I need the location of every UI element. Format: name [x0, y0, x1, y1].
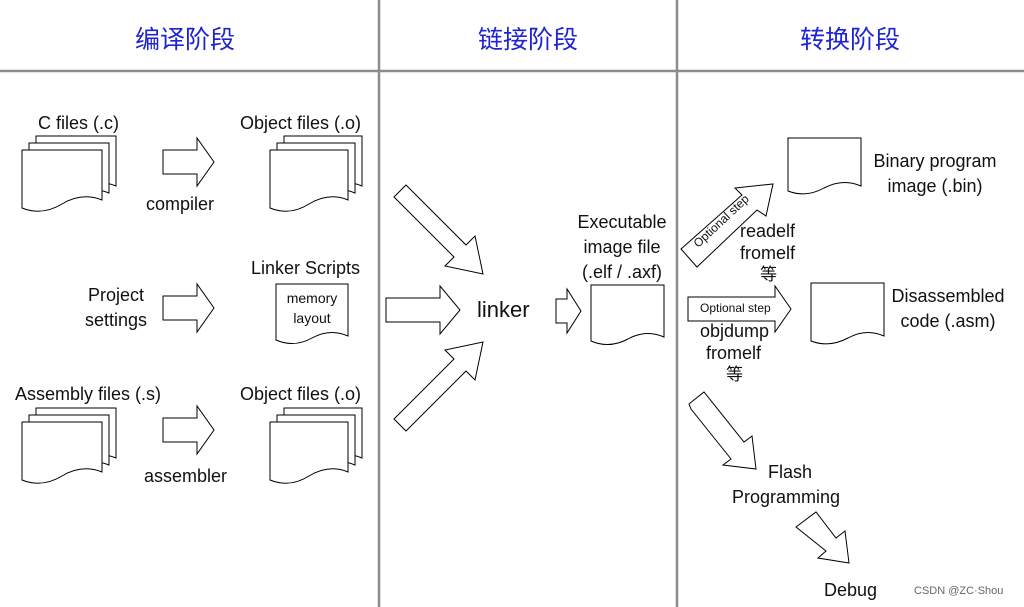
linker-script-document: [275, 283, 349, 344]
debug-arrow: [795, 511, 850, 564]
linker-arrow-from-objects: [393, 184, 484, 275]
compiler-arrow: [162, 136, 215, 188]
label-executable: Executable: [577, 212, 667, 232]
header-compile-stage: 编译阶段: [134, 25, 235, 54]
label-debug: Debug: [824, 580, 878, 600]
label-linker: linker: [477, 297, 530, 322]
executable-document: [590, 284, 665, 345]
optional-step-arrow-readelf: [680, 183, 774, 268]
label-assembler: assembler: [144, 466, 228, 486]
label-project: Project: [87, 285, 145, 305]
object-files-document-stack-2: [269, 407, 363, 484]
binary-image-document: [787, 137, 862, 195]
c-files-document-stack: [21, 135, 117, 212]
label-etc-1: 等: [760, 265, 777, 285]
label-disassembled: Disassembled: [891, 286, 1005, 306]
linker-to-executable-arrow: [555, 287, 582, 335]
assembler-arrow: [162, 404, 215, 456]
label-layout: layout: [293, 310, 331, 326]
flash-programming-arrow: [688, 391, 757, 470]
label-linker-scripts: Linker Scripts: [251, 258, 361, 278]
label-programming: Programming: [732, 487, 841, 507]
linker-arrow-from-assembly: [393, 341, 484, 432]
label-memory: memory: [286, 290, 338, 306]
label-objdump: objdump: [700, 321, 770, 341]
label-image-bin: image (.bin): [887, 176, 983, 196]
label-settings: settings: [84, 310, 148, 330]
label-optional-step-objdump: Optional step: [700, 301, 771, 315]
header-link-stage: 链接阶段: [477, 25, 578, 54]
linker-arrow-from-settings: [385, 284, 461, 336]
label-etc-2: 等: [726, 365, 743, 385]
disassembled-code-document: [810, 282, 885, 345]
label-fromelf-2: fromelf: [706, 343, 762, 363]
label-readelf: readelf: [740, 221, 796, 241]
label-image-file: image file: [583, 237, 661, 257]
assembly-files-document-stack: [21, 407, 117, 484]
label-code-asm: code (.asm): [900, 311, 996, 331]
object-files-document-stack-1: [269, 135, 363, 212]
label-compiler: compiler: [146, 194, 215, 214]
label-binary-program: Binary program: [873, 151, 997, 171]
label-fromelf-1: fromelf: [740, 243, 796, 263]
label-elf-axf: (.elf / .axf): [581, 262, 662, 282]
label-assembly-files: Assembly files (.s): [15, 384, 162, 404]
label-object-files-1: Object files (.o): [240, 113, 362, 133]
label-c-files: C files (.c): [38, 113, 119, 133]
header-convert-stage: 转换阶段: [799, 25, 900, 54]
label-flash: Flash: [768, 462, 813, 482]
label-object-files-2: Object files (.o): [240, 384, 362, 404]
watermark: CSDN @ZC·Shou: [914, 585, 1004, 597]
optional-step-arrow-objdump: [687, 284, 792, 334]
settings-arrow: [162, 282, 215, 334]
